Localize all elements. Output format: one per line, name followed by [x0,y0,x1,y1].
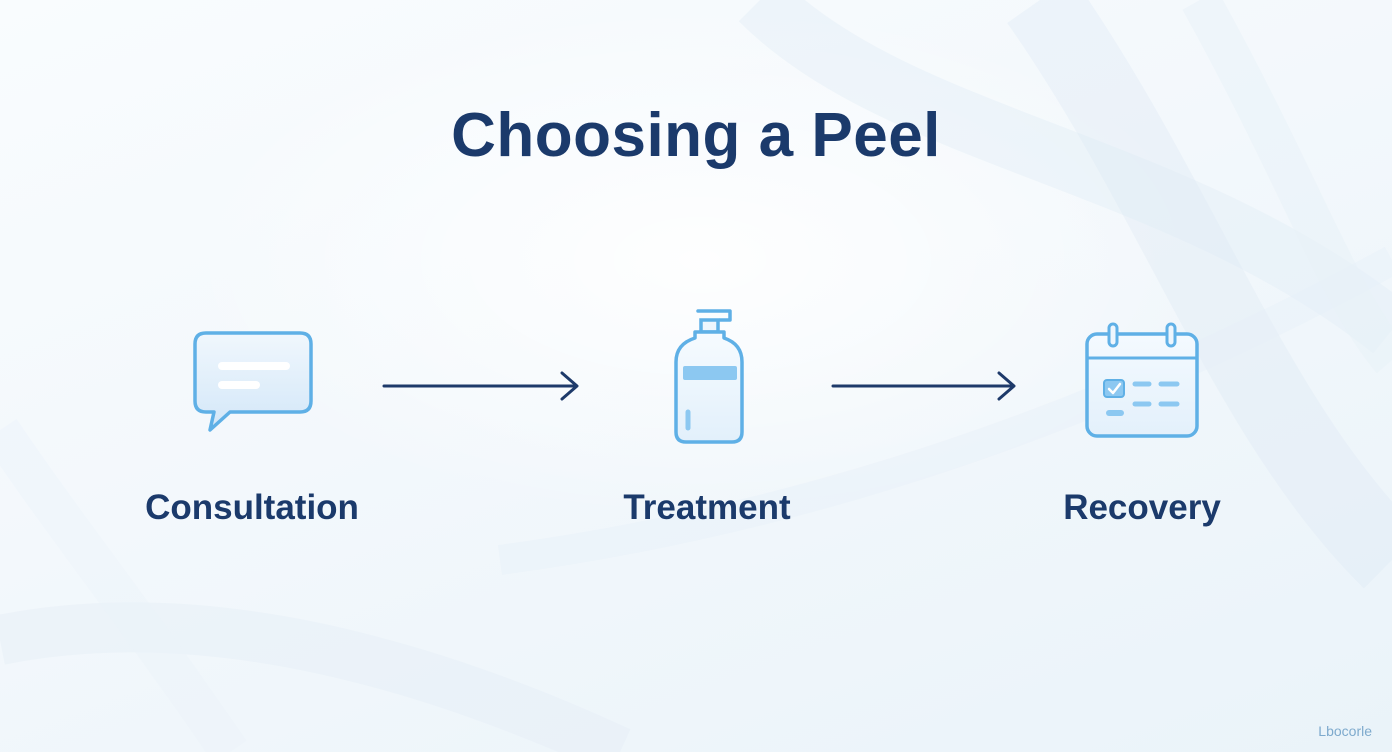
arrow-right-icon [382,371,579,401]
step-label-treatment: Treatment [623,488,791,527]
watermark: Lbocorle [1318,723,1372,739]
calendar-icon [1085,322,1199,438]
step-label-recovery: Recovery [1063,488,1221,527]
step-label-consultation: Consultation [145,488,359,527]
arrow-right-icon [831,371,1016,401]
page-title: Choosing a Peel [451,101,941,170]
chat-bubble-icon [193,331,313,432]
pump-bottle-icon [674,309,744,444]
